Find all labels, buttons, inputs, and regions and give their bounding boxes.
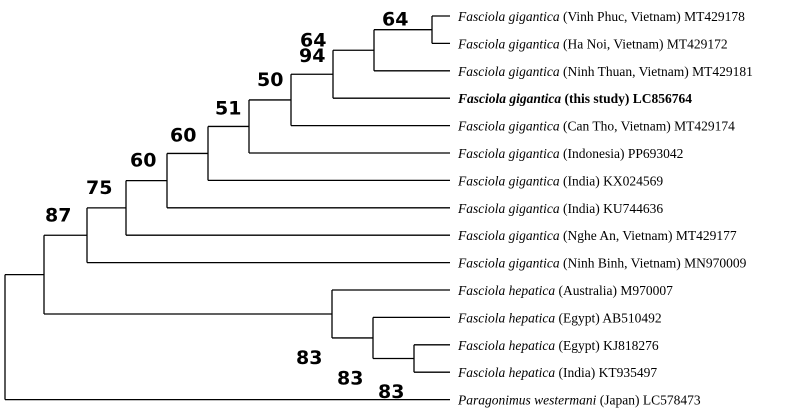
taxon-species: Paragonimus westermani — [457, 393, 597, 408]
taxon-label-t11: Fasciola hepatica (Australia) M970007 — [457, 283, 673, 298]
taxon-label-t3: Fasciola gigantica (Ninh Thuan, Vietnam)… — [457, 64, 753, 79]
taxon-origin-accession: (Ha Noi, Vietnam) MT429172 — [560, 36, 728, 51]
taxon-origin-accession: (India) KT935497 — [555, 365, 657, 380]
taxon-label-t7: Fasciola gigantica (India) KX024569 — [457, 173, 663, 188]
taxon-label-t9: Fasciola gigantica (Nghe An, Vietnam) MT… — [457, 228, 737, 243]
support-value-n9: 87 — [45, 204, 71, 226]
support-value-h2: 83 — [337, 368, 363, 390]
taxon-species: Fasciola gigantica — [457, 119, 560, 134]
taxon-origin-accession: (India) KU744636 — [560, 201, 664, 216]
taxon-species: Fasciola gigantica — [457, 91, 561, 106]
support-value-n3: 94 — [299, 45, 325, 67]
taxon-label-t5: Fasciola gigantica (Can Tho, Vietnam) MT… — [457, 119, 735, 134]
taxon-species: Fasciola gigantica — [457, 9, 560, 24]
taxon-species: Fasciola gigantica — [457, 228, 560, 243]
taxon-label-t12: Fasciola hepatica (Egypt) AB510492 — [457, 310, 662, 325]
taxon-label-t15: Paragonimus westermani (Japan) LC578473 — [457, 393, 701, 408]
taxon-origin-accession: (Ninh Binh, Vietnam) MN970009 — [560, 256, 747, 271]
support-value-n1: 64 — [382, 9, 408, 31]
taxon-species: Fasciola gigantica — [457, 146, 560, 161]
taxon-species: Fasciola gigantica — [457, 36, 560, 51]
tree-branches — [4, 15, 450, 401]
taxon-origin-accession: (India) KX024569 — [560, 173, 664, 188]
taxon-species: Fasciola hepatica — [457, 283, 555, 298]
taxon-label-t4: Fasciola gigantica (this study) LC856764 — [457, 91, 692, 106]
taxon-origin-accession: (Can Tho, Vietnam) MT429174 — [560, 119, 736, 134]
taxon-label-t14: Fasciola hepatica (India) KT935497 — [457, 365, 657, 380]
support-value-h1: 83 — [296, 347, 322, 369]
taxon-origin-accession: (Ninh Thuan, Vietnam) MT429181 — [560, 64, 753, 79]
support-value-n2: 64 — [300, 29, 326, 51]
taxon-origin-accession: (Nghe An, Vietnam) MT429177 — [560, 228, 737, 243]
taxon-species: Fasciola gigantica — [457, 201, 560, 216]
support-value-n5: 51 — [215, 97, 241, 119]
support-value-n7: 60 — [130, 150, 156, 172]
support-value-n6: 60 — [170, 124, 196, 146]
taxon-label-t8: Fasciola gigantica (India) KU744636 — [457, 201, 663, 216]
support-value-n8: 75 — [86, 177, 112, 199]
taxon-species: Fasciola gigantica — [457, 256, 560, 271]
taxon-origin-accession: (Australia) M970007 — [555, 283, 673, 298]
taxon-species: Fasciola gigantica — [457, 173, 560, 188]
taxon-label-t2: Fasciola gigantica (Ha Noi, Vietnam) MT4… — [457, 36, 728, 51]
support-value-n4: 50 — [257, 69, 283, 91]
taxon-origin-accession: (Indonesia) PP693042 — [560, 146, 684, 161]
taxon-label-t6: Fasciola gigantica (Indonesia) PP693042 — [457, 146, 683, 161]
taxon-species: Fasciola gigantica — [457, 64, 560, 79]
taxon-origin-accession: (Egypt) KJ818276 — [555, 338, 659, 353]
taxon-labels: Fasciola gigantica (Vinh Phuc, Vietnam) … — [457, 9, 753, 408]
taxon-origin-accession: (this study) LC856764 — [561, 91, 692, 106]
taxon-origin-accession: (Japan) LC578473 — [596, 393, 700, 408]
taxon-species: Fasciola hepatica — [457, 365, 555, 380]
taxon-label-t10: Fasciola gigantica (Ninh Binh, Vietnam) … — [457, 256, 747, 271]
taxon-label-t1: Fasciola gigantica (Vinh Phuc, Vietnam) … — [457, 9, 745, 24]
taxon-label-t13: Fasciola hepatica (Egypt) KJ818276 — [457, 338, 659, 353]
support-value-h3: 83 — [378, 381, 404, 403]
taxon-origin-accession: (Egypt) AB510492 — [555, 310, 662, 325]
taxon-species: Fasciola hepatica — [457, 338, 555, 353]
taxon-origin-accession: (Vinh Phuc, Vietnam) MT429178 — [560, 9, 745, 24]
taxon-species: Fasciola hepatica — [457, 310, 555, 325]
